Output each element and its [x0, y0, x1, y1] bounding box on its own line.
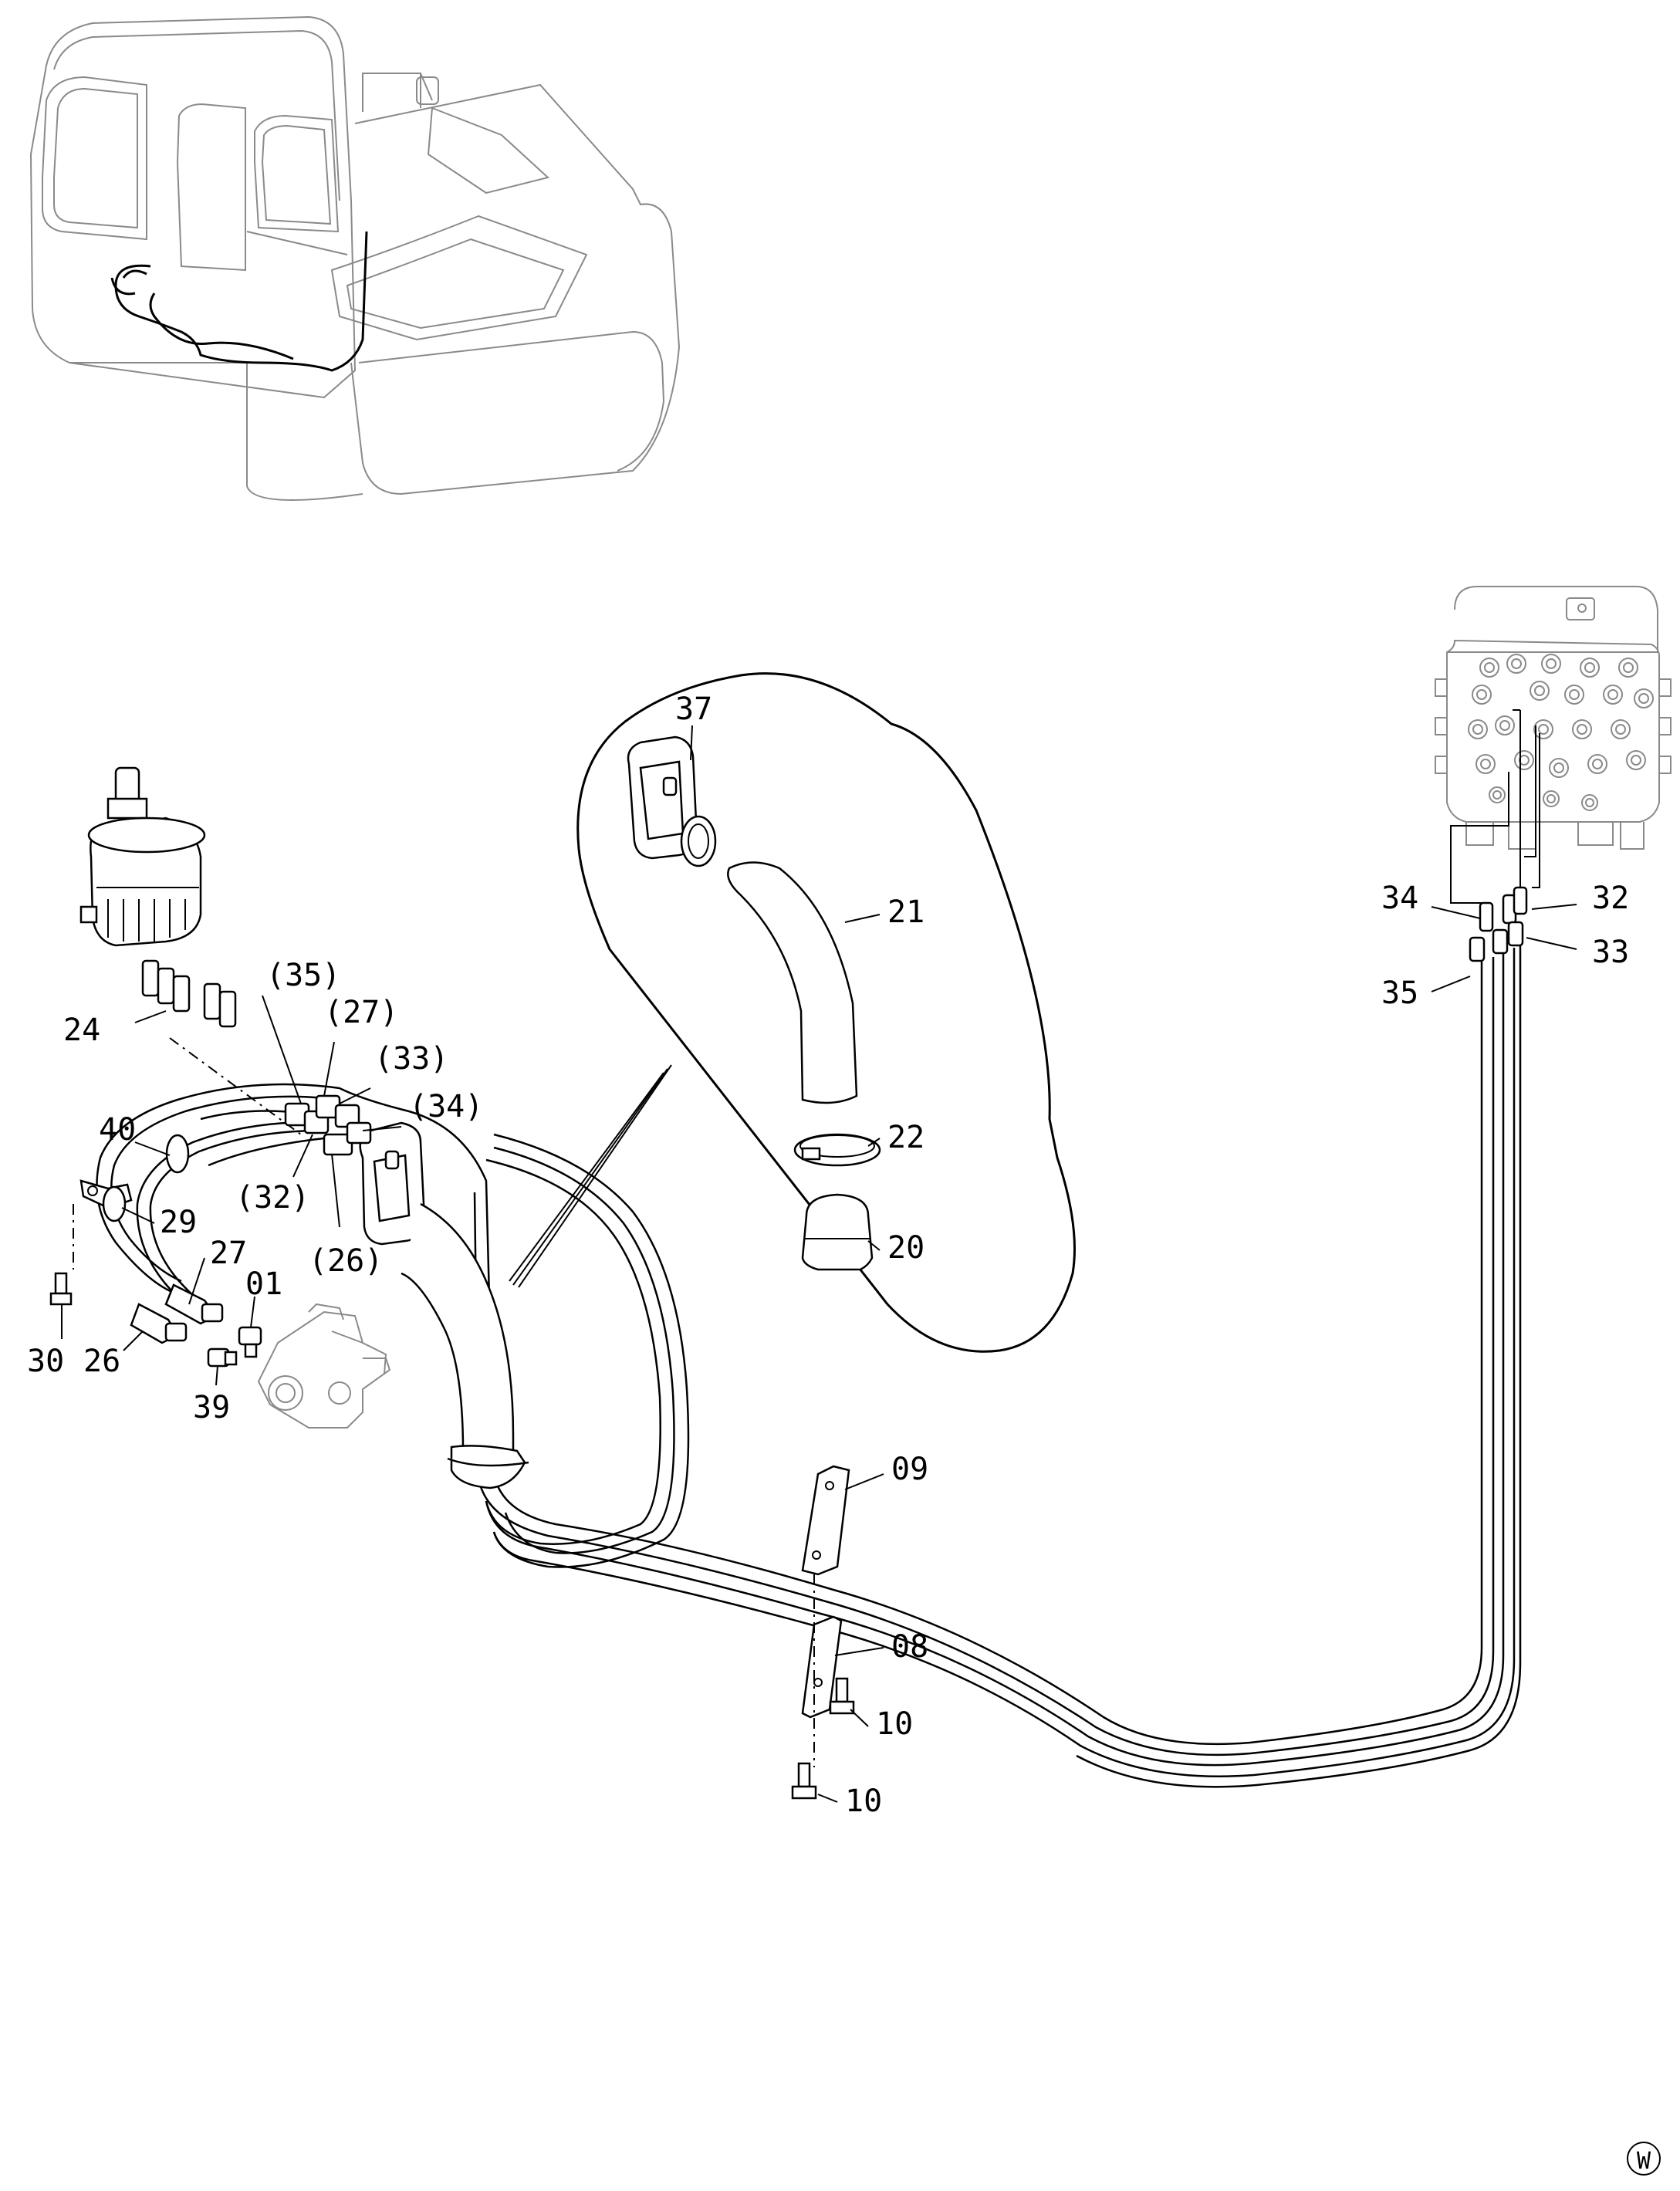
callout-29: 29: [160, 1205, 197, 1240]
hose-harness-bundle: [96, 945, 1522, 1788]
connectors-24: [141, 959, 237, 1028]
callout-21: 21: [887, 894, 925, 930]
callout-10-upper: 10: [876, 1706, 913, 1742]
callout-33-ref: (33): [374, 1041, 448, 1077]
pump-assembly: [257, 1303, 391, 1429]
corner-mark-letter: W: [1637, 2148, 1651, 2175]
fitting-39: [207, 1347, 238, 1368]
callout-34: 34: [1381, 881, 1418, 916]
grommet-37: [627, 735, 717, 867]
bracket-09: [801, 1465, 850, 1576]
callout-27: 27: [210, 1236, 247, 1271]
callout-32-ref: (32): [235, 1180, 309, 1216]
leader-lines: [61, 725, 1577, 1803]
callout-40: 40: [99, 1112, 136, 1148]
assembly-axis-connectors: [169, 1037, 302, 1135]
bolt-10-lower: [791, 1762, 817, 1800]
grommet-tube-inline: [359, 1121, 529, 1489]
connector-cluster-left: [284, 1094, 372, 1156]
callout-39: 39: [193, 1390, 230, 1425]
corner-mark: W: [1627, 2142, 1661, 2176]
cap-20: [801, 1193, 874, 1271]
ring-40: [165, 1134, 190, 1174]
harness-connectors-right: [1469, 886, 1528, 962]
excavator-locator-view: [29, 15, 681, 501]
clip-29: [79, 1179, 133, 1222]
fitting-01: [238, 1326, 262, 1358]
callout-33: 33: [1592, 935, 1629, 970]
motor-assembly: [79, 766, 206, 947]
callout-10-lower: 10: [845, 1784, 882, 1819]
callout-35-ref: (35): [266, 958, 340, 993]
callout-27-ref: (27): [324, 995, 398, 1030]
callout-34-ref: (34): [409, 1089, 483, 1124]
callout-26: 26: [83, 1344, 120, 1379]
callout-01: 01: [245, 1266, 282, 1302]
callout-30: 30: [27, 1344, 64, 1379]
callout-35: 35: [1381, 975, 1418, 1011]
detail-bubble: [509, 672, 1076, 1353]
callout-37: 37: [675, 691, 712, 727]
callout-26-ref: (26): [309, 1243, 383, 1279]
clamp-22: [793, 1133, 881, 1167]
hose-end-26: [130, 1303, 188, 1344]
hose-end-27: [164, 1283, 224, 1325]
callout-32: 32: [1592, 881, 1629, 916]
callout-09: 09: [891, 1452, 928, 1487]
callout-24: 24: [63, 1013, 100, 1048]
callout-08: 08: [891, 1629, 928, 1665]
callout-labels: 34 32 33 35 37 21 22 20 09 08 10 10 (35)…: [27, 691, 1629, 1819]
tube-21: [727, 861, 858, 1104]
bolt-30: [49, 1272, 73, 1306]
callout-22: 22: [887, 1120, 925, 1155]
solenoid-valve-block: [1435, 586, 1672, 904]
callout-20: 20: [887, 1230, 925, 1266]
